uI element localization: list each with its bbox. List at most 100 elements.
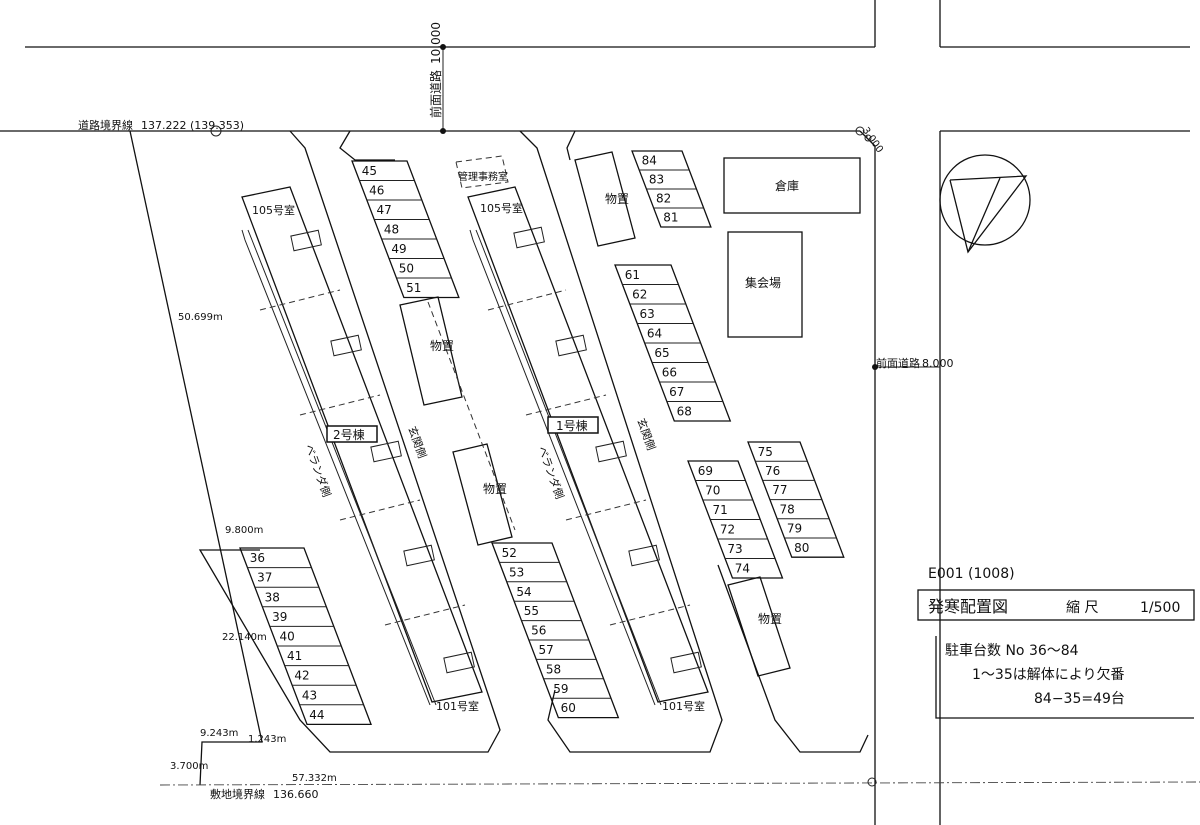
parking-stall-number: 76 (765, 464, 780, 478)
b2-room-105: 105号室 (252, 203, 295, 217)
warehouse (723, 157, 861, 214)
dim-bottom: 57.332m (292, 773, 337, 784)
corner-cut-label: 3.000 (860, 125, 885, 155)
parking-stall-number: 62 (632, 288, 647, 302)
parking-stall-number: 49 (391, 242, 406, 256)
parking-stall-number: 68 (677, 405, 692, 419)
parking-stall-number: 67 (669, 385, 684, 399)
b1-room-105: 105号室 (480, 201, 523, 215)
north-road-label: 前面道路10.000 (428, 22, 443, 118)
parking-stall-number: 46 (369, 184, 384, 198)
parking-stall-number: 51 (406, 281, 421, 295)
site-boundary (129, 125, 1200, 787)
parking-stall-number: 61 (625, 268, 640, 282)
parking-stall-number: 73 (727, 542, 742, 556)
parking-column-col-e: 69 70 71 72 73 74 (687, 460, 784, 579)
parking-stall-number: 38 (265, 590, 280, 604)
dim-sw-c: 3.700m (170, 761, 208, 772)
parking-stall-number: 56 (531, 624, 546, 638)
parking-stall-number: 81 (663, 211, 678, 225)
parking-stall-number: 58 (546, 662, 561, 676)
compass-icon (939, 154, 1031, 254)
dim-sw-b: 1.243m (248, 734, 286, 745)
b2-entrance: 玄関側 (405, 424, 429, 460)
b2-room-101: 101号室 (436, 699, 479, 713)
parking-column-col-a: 36 37 38 39 40 41 42 43 44 (239, 547, 372, 726)
title: 発寒配置図 (928, 597, 1008, 616)
parking-stall-number: 41 (287, 649, 302, 663)
parking-column-col-c: 52 53 54 55 56 57 58 59 60 (491, 542, 620, 719)
parking-stall-number: 82 (656, 192, 671, 206)
note-1: 駐車台数 No 36〜84 (945, 642, 1079, 659)
storage-b: 物置 (483, 482, 507, 496)
parking-stall-number: 45 (362, 164, 377, 178)
admin-room: 管理事務室 (458, 170, 508, 183)
building-1 (455, 155, 709, 706)
parking-stall-number: 69 (698, 464, 713, 478)
notes-box (935, 636, 1194, 719)
parking-column-outline (351, 160, 460, 299)
b1-name: 1号棟 (556, 418, 588, 433)
note-3: 84−35=49台 (1034, 691, 1125, 707)
b2-name: 2号棟 (333, 427, 365, 442)
parking-stall-number: 63 (640, 307, 655, 321)
meeting-hall-label: 集会場 (745, 275, 781, 290)
parking-stall-number: 43 (302, 688, 317, 702)
parking-stall-number: 57 (539, 643, 554, 657)
parking-stall-number: 59 (553, 682, 568, 696)
storage-a: 物置 (430, 339, 454, 353)
parking-column-outline (631, 150, 712, 228)
parking-stall-number: 47 (377, 203, 392, 217)
parking-stall-number: 60 (561, 701, 576, 715)
note-2: 1〜35は解体により欠番 (972, 667, 1124, 683)
parking-stall-number: 36 (250, 551, 265, 565)
parking-stall-number: 37 (257, 571, 272, 585)
dim-west: 50.699m (178, 312, 223, 323)
parking-stall-number: 70 (705, 484, 720, 498)
parking-stall-number: 64 (647, 327, 662, 341)
parking-stall-number: 72 (720, 523, 735, 537)
dim-lot-top: 9.800m (225, 525, 263, 536)
scale-label: 縮 尺 (1066, 600, 1098, 616)
parking-stall-number: 80 (794, 541, 809, 555)
parking-stall-number: 78 (780, 502, 795, 516)
parking-stalls: 36 37 38 39 40 41 42 43 44 45 46 47 48 49 50 51 52 53 54 55… (239, 150, 845, 726)
storage-sheds (399, 151, 791, 677)
parking-stall-number: 74 (735, 562, 750, 576)
parking-stall-number: 55 (524, 604, 539, 618)
storage-c: 物置 (605, 192, 629, 206)
parking-stall-number: 48 (384, 223, 399, 237)
parking-stall-number: 54 (516, 585, 531, 599)
dim-sw-a: 9.243m (200, 728, 238, 739)
warehouse-label: 倉庫 (775, 178, 799, 193)
parking-stall-number: 79 (787, 522, 802, 536)
building-2 (241, 186, 483, 706)
b1-room-101: 101号室 (662, 699, 705, 713)
parking-stall-number: 71 (713, 503, 728, 517)
storage-d: 物置 (758, 612, 782, 626)
parking-stall-number: 52 (502, 546, 517, 560)
parking-stall-number: 44 (309, 708, 324, 722)
parking-stall-number: 84 (642, 154, 657, 168)
parking-stall-number: 40 (280, 630, 295, 644)
drawing-code: E001 (1008) (928, 566, 1015, 582)
parking-stall-number: 75 (758, 445, 773, 459)
parking-stall-number: 39 (272, 610, 287, 624)
parking-stall-number: 77 (772, 483, 787, 497)
parking-column-col-f: 75 76 77 78 79 80 (747, 441, 845, 558)
meeting-hall (727, 231, 803, 338)
scale-value: 1/500 (1140, 600, 1180, 616)
parking-stall-number: 53 (509, 565, 524, 579)
parking-stall-number: 42 (294, 669, 309, 683)
parking-stall-number: 65 (654, 346, 669, 360)
parking-stall-number: 50 (399, 262, 414, 276)
dim-lot-side: 22.140m (222, 632, 267, 643)
parking-column-outline (614, 264, 732, 422)
